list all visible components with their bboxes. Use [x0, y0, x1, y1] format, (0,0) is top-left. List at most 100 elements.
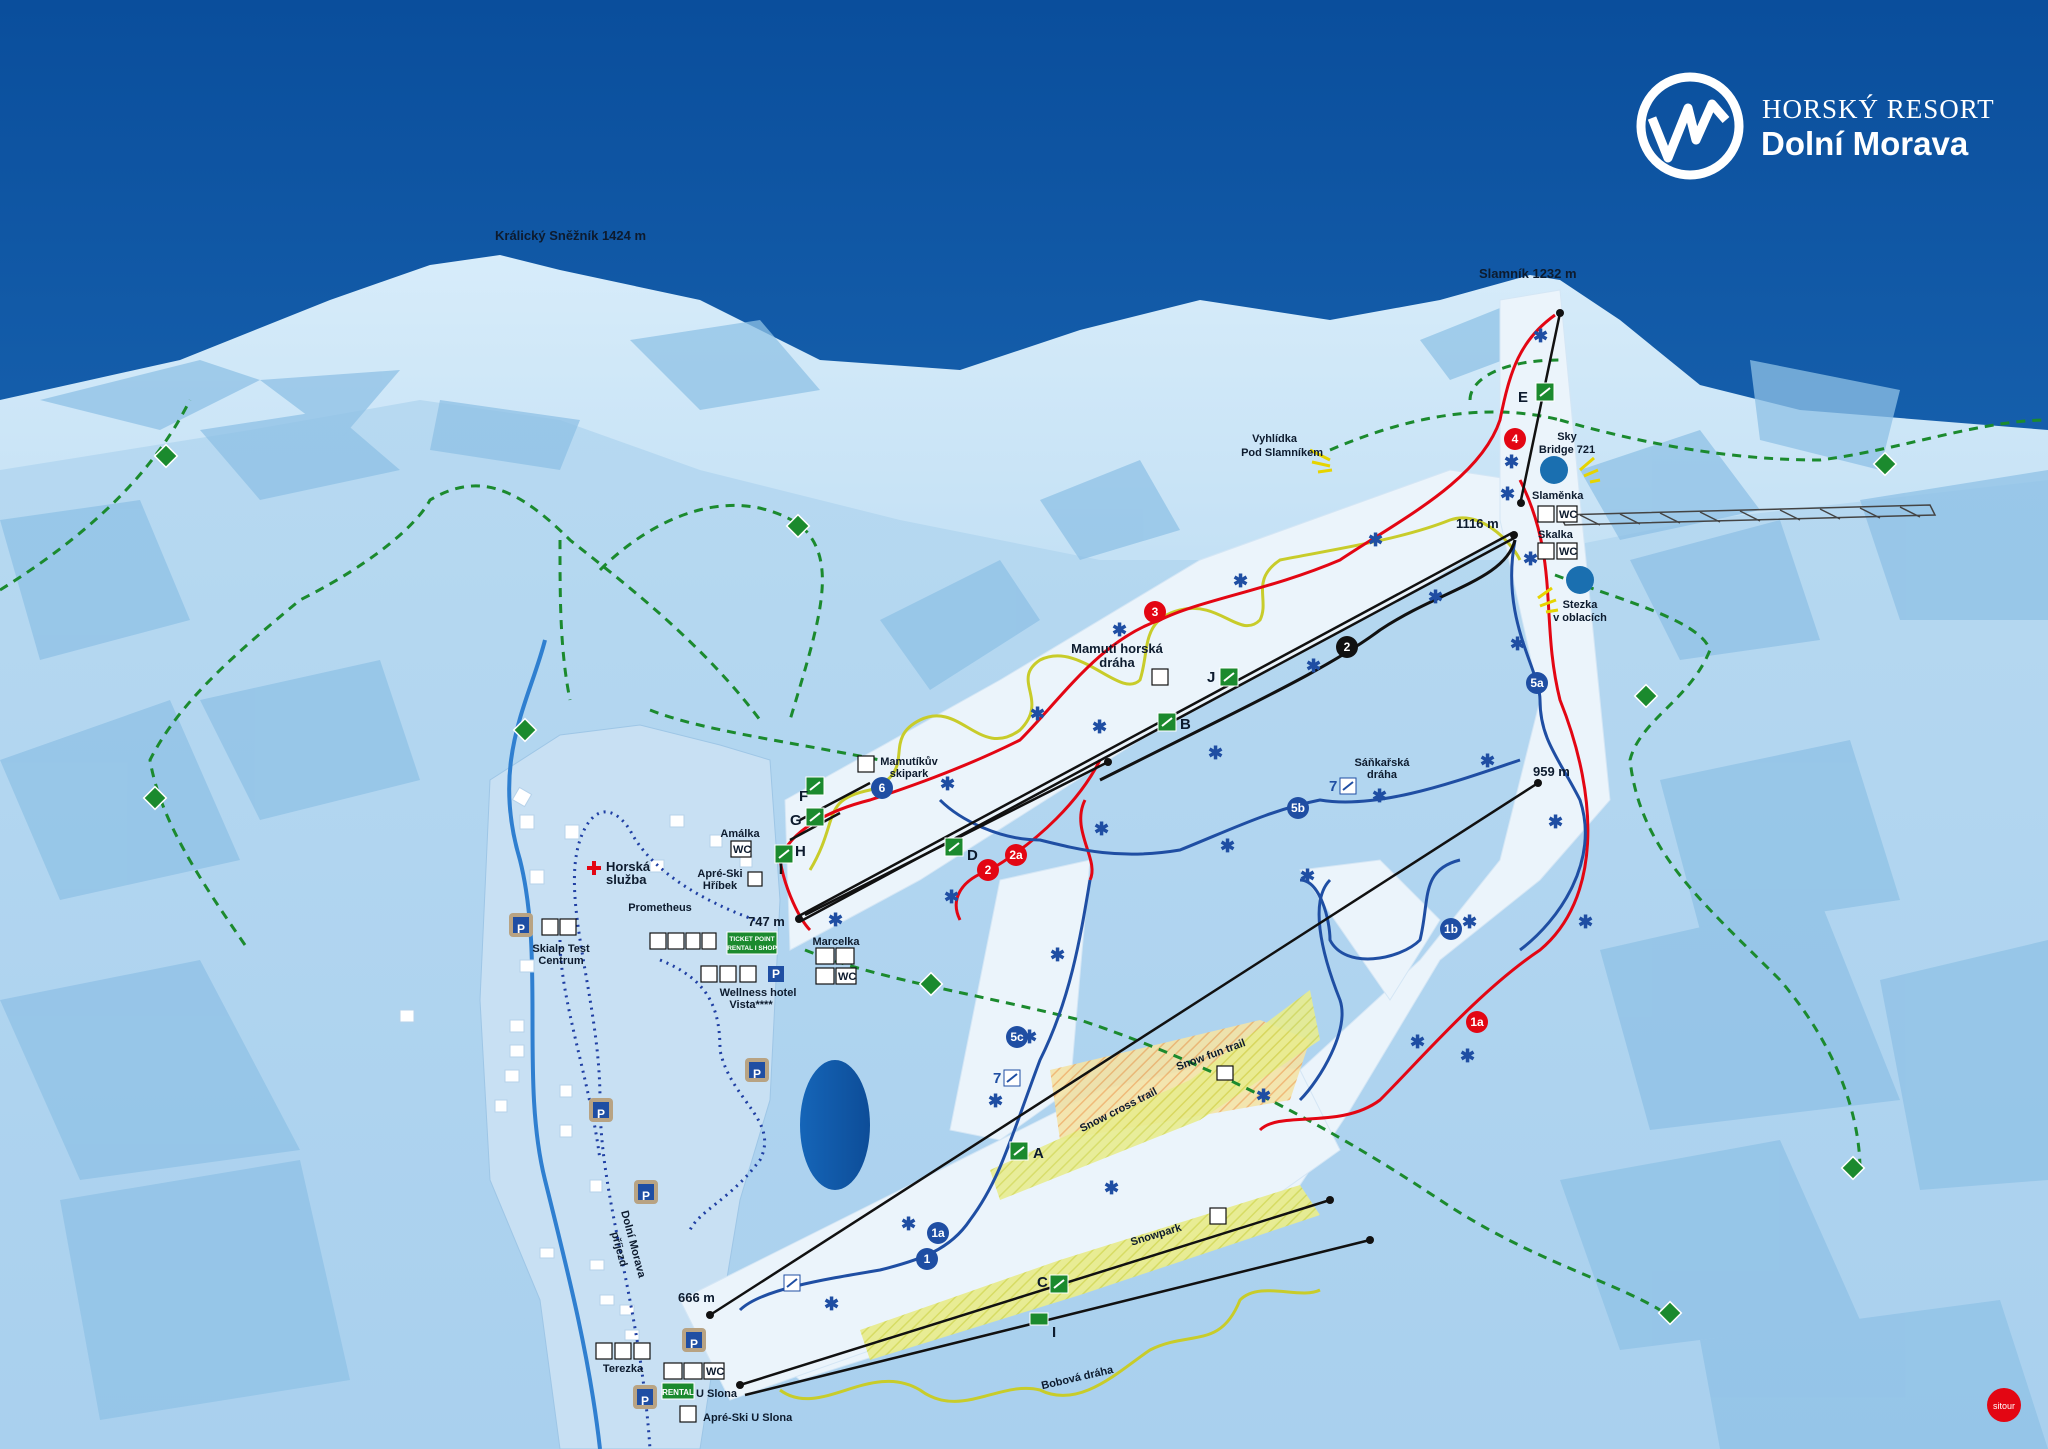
- place-label: dráha: [1367, 769, 1398, 781]
- first-aid-icon: [587, 861, 601, 875]
- svg-text:6: 6: [879, 781, 886, 795]
- svg-text:✱: ✱: [1368, 530, 1383, 550]
- svg-text:WC: WC: [1559, 546, 1577, 558]
- svg-text:2a: 2a: [1009, 848, 1023, 862]
- svg-text:✱: ✱: [1504, 452, 1519, 472]
- svg-text:✱: ✱: [1462, 912, 1477, 932]
- walking-path: [558, 810, 767, 1449]
- svg-text:5b: 5b: [1291, 801, 1305, 815]
- place-label: Stezka: [1563, 599, 1599, 611]
- lift-stations: [706, 309, 1564, 1389]
- place-label: Skialp Test: [532, 943, 590, 955]
- peak-label: Králický Sněžník 1424 m: [495, 228, 646, 243]
- svg-text:✱: ✱: [988, 1091, 1003, 1111]
- svg-text:1b: 1b: [1444, 922, 1458, 936]
- ski-lift-icon: [1157, 712, 1177, 732]
- place-label: Mamutí horská: [1071, 641, 1164, 656]
- svg-text:✱: ✱: [828, 910, 843, 930]
- black-run: [1099, 539, 1517, 782]
- ticket-point-label: TICKET POINT: [729, 936, 774, 943]
- place-label: Horská: [606, 859, 651, 874]
- svg-text:2: 2: [1344, 640, 1351, 654]
- snowflake-icon: ✱✱✱✱ ✱✱✱✱ ✱✱✱✱ ✱✱✱✱ ✱✱✱✱ ✱✱✱✱ ✱✱✱✱ ✱✱✱✱ …: [824, 326, 1593, 1314]
- svg-text:5a: 5a: [1530, 676, 1544, 690]
- svg-text:✱: ✱: [1300, 866, 1315, 886]
- altitude-label: 747 m: [748, 914, 785, 929]
- place-label: Centrum: [538, 955, 583, 967]
- svg-text:✱: ✱: [1523, 549, 1538, 569]
- terrain-shading: [0, 300, 2048, 1449]
- svg-text:2: 2: [985, 863, 992, 877]
- place-label: skipark: [890, 768, 929, 780]
- place-label: Amálka: [720, 828, 760, 840]
- svg-text:✱: ✱: [1500, 484, 1515, 504]
- resort-logo: HORSKÝ RESORT Dolní Morava: [1636, 72, 1995, 180]
- logo-line2: Dolní Morava: [1761, 125, 1969, 162]
- svg-text:✱: ✱: [1460, 1046, 1475, 1066]
- bobsleigh-track: [779, 1288, 1321, 1403]
- hiking-trail-icon: [142, 443, 1898, 1326]
- svg-text:✱: ✱: [1092, 717, 1107, 737]
- logo-line1: HORSKÝ RESORT: [1762, 94, 1995, 124]
- svg-text:✱: ✱: [1112, 620, 1127, 640]
- svg-text:P: P: [753, 1067, 761, 1081]
- snowpark-zone: [860, 1185, 1320, 1360]
- wc-icon: WC WC WC WC WC: [706, 509, 1577, 1378]
- lift-label-i: I: [1052, 1324, 1056, 1341]
- lift-label-b: B: [1180, 716, 1191, 733]
- place-label: Wellness hotel: [720, 987, 797, 999]
- ski-lift-icon: [774, 844, 794, 864]
- lift-label-h: H: [795, 843, 806, 860]
- sledge-icon: [783, 777, 1357, 1292]
- svg-text:✱: ✱: [1094, 819, 1109, 839]
- svg-text:1a: 1a: [1470, 1015, 1484, 1029]
- place-label: Mamutíkův: [880, 756, 938, 768]
- svg-text:5c: 5c: [1010, 1030, 1024, 1044]
- rental-label: RENTAL: [662, 1388, 694, 1397]
- place-label: v oblacích: [1553, 612, 1607, 624]
- lift-label-d: D: [967, 847, 978, 864]
- viewpoint-icon: [1309, 448, 1601, 614]
- svg-text:P: P: [690, 1337, 698, 1351]
- logo-emblem: [1636, 72, 1744, 180]
- lift-label-e: E: [1518, 389, 1528, 406]
- svg-text:P: P: [772, 967, 780, 981]
- svg-text:✱: ✱: [1548, 812, 1563, 832]
- svg-text:✱: ✱: [1030, 704, 1045, 724]
- place-label: služba: [606, 872, 647, 887]
- svg-text:✱: ✱: [1306, 656, 1321, 676]
- svg-text:✱: ✱: [940, 774, 955, 794]
- svg-text:✱: ✱: [1220, 836, 1235, 856]
- ticket-point-label: RENTAL I SHOP: [727, 945, 777, 952]
- svg-text:✱: ✱: [1050, 945, 1065, 965]
- village-buildings: [399, 786, 775, 1341]
- place-label: Bridge 721: [1539, 444, 1595, 456]
- svg-text:✱: ✱: [901, 1214, 916, 1234]
- place-label: Sáňkařská: [1354, 757, 1410, 769]
- svg-text:3: 3: [1152, 605, 1159, 619]
- village-area: [479, 724, 781, 1449]
- ski-lift-icon: [1029, 1312, 1049, 1326]
- parking-icon: P P P P P P P: [509, 913, 784, 1409]
- svg-text:✱: ✱: [1410, 1032, 1425, 1052]
- sledge-number: 7: [993, 1070, 1001, 1087]
- place-label: Skalka: [1538, 529, 1574, 541]
- blue-runs: [738, 539, 1587, 1312]
- svg-text:✱: ✱: [1372, 786, 1387, 806]
- river: [507, 639, 602, 1449]
- place-label: Marcelka: [812, 936, 860, 948]
- ski-lift-icon: [1535, 382, 1555, 402]
- place-label: Vyhlídka: [1252, 433, 1298, 445]
- ski-lift-icon: [1049, 1274, 1069, 1294]
- svg-text:P: P: [517, 922, 525, 936]
- ski-lift-icon: [805, 776, 825, 796]
- place-label: Apré-Ski U Slona: [703, 1412, 793, 1424]
- place-label: Apré-Ski: [697, 868, 742, 880]
- lift-label-f: F: [799, 788, 808, 805]
- svg-text:WC: WC: [733, 844, 751, 856]
- svg-text:✱: ✱: [1578, 912, 1593, 932]
- sledge-number: 7: [1329, 778, 1337, 795]
- peak-label: Slamník 1232 m: [1479, 266, 1577, 281]
- place-label: Prometheus: [628, 902, 692, 914]
